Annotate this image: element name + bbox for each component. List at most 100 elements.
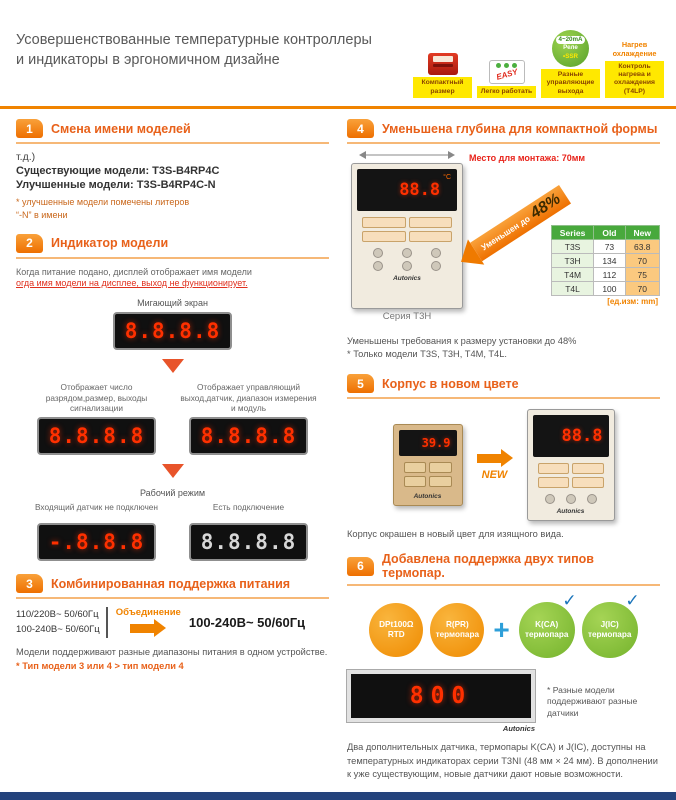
- table-row: T4M 112 75: [550, 267, 661, 283]
- right-display-label: Отображает управляющий выход,датчик, диа…: [180, 381, 317, 414]
- old-power-2: 100-240В~ 50/60Гц: [16, 624, 100, 636]
- old-power-1: 110/220В~ 50/60Гц: [16, 609, 99, 621]
- section-title: Добавлена поддержка двух типов термопар.: [382, 552, 594, 581]
- new-arrow-group: NEW: [476, 449, 513, 481]
- brand-label: Autonics: [413, 493, 442, 501]
- section-header: 2 Индикатор модели: [16, 233, 329, 259]
- improved-models-line: Улучшенные модели: T3S-B4RP4C-N: [16, 179, 216, 192]
- merge-label: Объединение: [115, 607, 181, 619]
- panel-meter-image: 800: [346, 669, 536, 724]
- depth-visual: 88.8 °C: [347, 151, 661, 322]
- table-cell: T3H: [550, 253, 595, 269]
- section-number: 2: [16, 233, 43, 253]
- pair-connected: Есть подключение 8.8.8.8: [178, 502, 320, 562]
- meter-group: 800 Autonics: [346, 669, 536, 733]
- table-cell: 100: [593, 281, 626, 297]
- key-button-shape: [572, 463, 604, 475]
- arrow-bar-shape: [476, 453, 501, 463]
- led-display-right: 8.8.8.8: [188, 417, 309, 456]
- badge-heat-cool: Нагрев охлаждение Контроль нагрева и охл…: [605, 40, 664, 99]
- pin-icon: [504, 62, 509, 68]
- output-ssr-label: •SSR: [563, 52, 578, 60]
- sensor-note: * Разные модели поддерживают разные датч…: [547, 684, 638, 718]
- controller-keys: [403, 462, 452, 488]
- pin-icon: [512, 62, 517, 68]
- pair-left: Отображает число разрядом,размер, выходы…: [26, 381, 168, 456]
- led-digits: -.8.8.8: [48, 530, 145, 555]
- power-desc: Модели поддерживают разные диапазоны пит…: [16, 646, 328, 657]
- section-thermocouples: 6 Добавлена поддержка двух типов термопа…: [346, 552, 660, 781]
- table-cell: 112: [593, 267, 626, 283]
- unit-note: [ед.изм: mm]: [607, 297, 658, 307]
- indicator-desc-1: Когда питание подано, дисплей отображает…: [16, 266, 252, 277]
- section-title: Корпус в новом цвете: [382, 376, 519, 391]
- controller-product-image: 88.8 °C: [351, 163, 463, 310]
- no-sensor-label: Входящий датчик не подключен: [34, 502, 159, 513]
- device-body-shape: [432, 64, 453, 68]
- section-number: 5: [347, 374, 374, 394]
- indicator-desc-2: огда имя модели на дисплее, выход не фун…: [16, 277, 248, 288]
- device-screen-shape: [432, 56, 453, 63]
- brand-label: Autonics: [556, 508, 585, 516]
- connector-pins-icon: [490, 62, 524, 68]
- sensor-label: J(IC) термопара: [587, 620, 632, 640]
- existing-models-line: Существующие модели: T3S-B4RP4C: [16, 165, 220, 178]
- controller-digits: 39.9: [421, 436, 451, 451]
- connected-label: Есть подключение: [212, 502, 285, 513]
- output-ma-label: 4~20mA: [555, 36, 586, 45]
- section-number: 4: [347, 119, 374, 139]
- table-cell: T4M: [550, 267, 595, 283]
- compact-device-icon: [427, 53, 458, 76]
- controller-keys: [362, 217, 452, 243]
- sensor-circle-jic: ✓ J(IC) термопара: [581, 591, 640, 659]
- terminal-screws: [541, 494, 601, 505]
- easy-connector-icon: EASY: [488, 59, 525, 84]
- led-digits: 8.8.8.8: [200, 530, 297, 555]
- table-header-row: Series Old New: [550, 225, 661, 241]
- key-button-shape: [362, 217, 406, 229]
- flow-down-arrow-icon: [161, 464, 184, 479]
- badge-label: Легко работать: [477, 85, 536, 99]
- key-button-shape: [429, 476, 452, 488]
- section-title: Смена имени моделей: [51, 121, 191, 136]
- badge-label: Разные управляющие выхода: [541, 69, 600, 99]
- section-header: 6 Добавлена поддержка двух типов термопа…: [347, 552, 660, 587]
- feature-badges: Компактный размер EASY Легко работать 4~…: [413, 30, 664, 99]
- key-button-shape: [403, 462, 426, 474]
- output-relay-label: Реле: [563, 44, 578, 52]
- outputs-circle-icon: 4~20mA Реле •SSR: [552, 30, 589, 67]
- section-model-indicator: 2 Индикатор модели Когда питание подано,…: [16, 233, 329, 562]
- led-display-flashing: 8.8.8.8: [112, 311, 233, 350]
- depth-desc-1: Уменьшены требования к размеру установки…: [347, 336, 577, 347]
- section-header: 3 Комбинированная поддержка питания: [16, 574, 329, 600]
- key-button-shape: [572, 477, 604, 489]
- sensor-circle-dpt100: DPt100Ω RTD: [369, 603, 424, 658]
- table-cell: 70: [624, 253, 661, 269]
- table-row: T3H 134 70: [550, 253, 661, 269]
- key-button-shape: [408, 231, 452, 243]
- controller-digits: 88.8: [561, 426, 603, 447]
- section-header: 5 Корпус в новом цвете: [347, 374, 660, 400]
- check-icon: ✓: [625, 591, 640, 611]
- section-power-support: 3 Комбинированная поддержка питания 110/…: [16, 574, 329, 671]
- arrow-bar-shape: [130, 623, 155, 633]
- right-column: 4 Уменьшена глубина для компактной формы…: [346, 119, 661, 794]
- table-row: T3S 73 63.8: [550, 239, 661, 255]
- screw-icon: [431, 261, 441, 272]
- power-merge-diagram: 110/220В~ 50/60Гц 100-240В~ 50/60Гц Объе…: [16, 607, 329, 638]
- controller-display: 88.8 °C: [357, 169, 457, 212]
- merged-power-value: 100-240В~ 50/60Гц: [188, 614, 306, 630]
- dimensions-table: Series Old New T3S 73 63.8: [550, 225, 661, 297]
- header: Усовершенствованные температурные контро…: [0, 0, 676, 104]
- section-model-rename: 1 Смена имени моделей т.д.) Существующие…: [16, 119, 329, 220]
- model-text-fragment: т.д.): [16, 151, 36, 164]
- celsius-unit-label: °C: [443, 174, 451, 182]
- merge-arrow-group: Объединение: [115, 607, 181, 638]
- sensor-circles: DPt100Ω RTD R(PR) термопара + ✓ K(CA) те…: [347, 591, 660, 659]
- left-display-label: Отображает число разрядом,размер, выходы…: [45, 381, 148, 414]
- badge-compact-size: Компактный размер: [413, 53, 472, 99]
- badge-label: Контроль нагрева и охлаждения (T4LP): [605, 60, 664, 99]
- pair-no-sensor: Входящий датчик не подключен -.8.8.8: [26, 502, 168, 562]
- page-title-line2: и индикаторы в эргономичном дизайне: [16, 52, 280, 69]
- led-display-connected: 8.8.8.8: [188, 523, 309, 562]
